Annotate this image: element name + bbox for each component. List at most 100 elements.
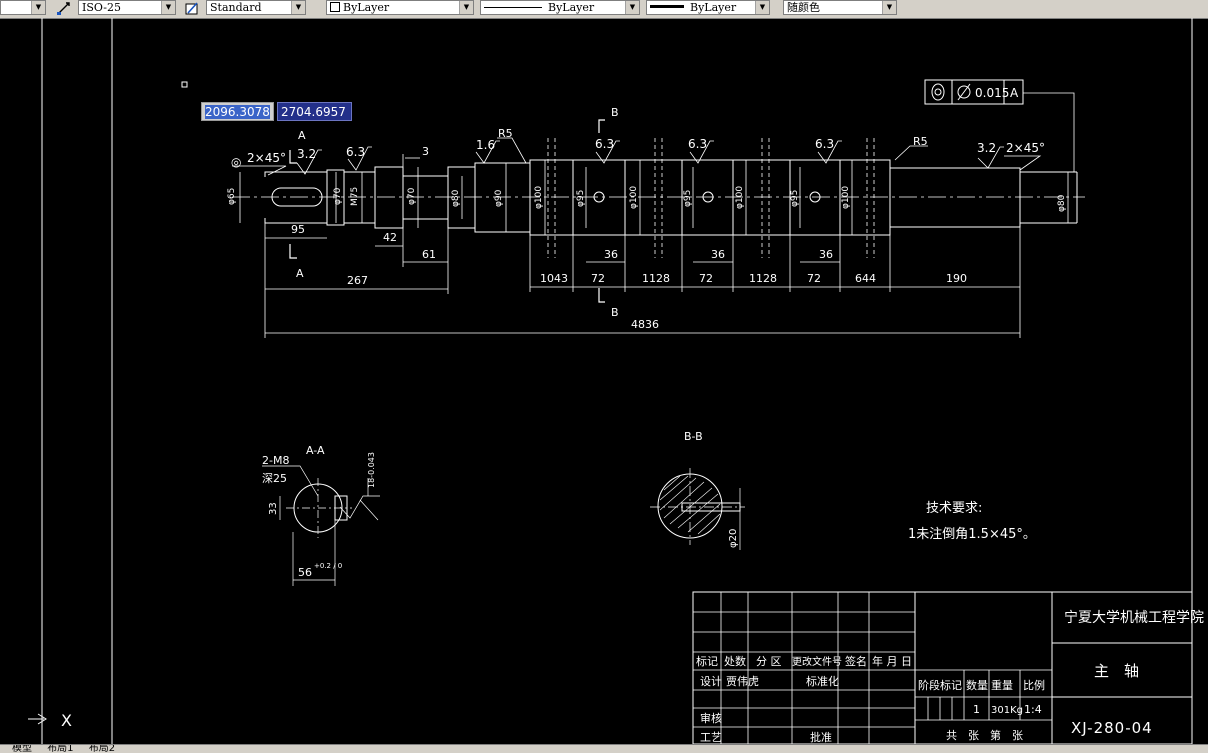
tolerance-datum: A: [1010, 86, 1019, 100]
view-aa-label: A-A: [306, 444, 325, 457]
chevron-down-icon: ▼: [291, 1, 305, 14]
stage-header-4: 比例: [1023, 678, 1045, 692]
drawing-number: XJ-280-04: [1071, 719, 1153, 737]
dim-644: 644: [855, 272, 876, 285]
properties-toolbar: ▼ ISO-25▼ Standard▼ ByLayer▼ ByLayer▼ By…: [0, 0, 1208, 19]
stage-header-2: 数量: [966, 679, 988, 692]
tech-req-title: 技术要求:: [926, 501, 982, 516]
view-bb-label: B-B: [684, 430, 703, 443]
tab-layout1[interactable]: 布局1: [47, 744, 74, 753]
sheets-label: 共 张 第 张: [946, 728, 1023, 742]
section-b-bottom-label: B: [611, 306, 619, 319]
dia-label-9: φ100: [629, 186, 639, 209]
quantity-value: 1: [973, 703, 980, 716]
stage-header-1: 阶段标记: [918, 678, 962, 692]
dia-label-13: φ100: [841, 186, 851, 209]
chevron-down-icon: ▼: [625, 1, 639, 14]
aa-dim-33: 33: [268, 502, 279, 515]
layer-color-swatch-icon: [330, 2, 340, 12]
aa-tol-18: 18-0.043: [367, 452, 376, 488]
linetype-sample-icon: [484, 7, 542, 8]
ucs-x-label: X: [61, 711, 72, 730]
ucs-icon: [28, 713, 47, 725]
dia-label-6: φ90: [494, 189, 504, 207]
header-cell-4: 更改文件号: [792, 655, 842, 668]
linetype-select[interactable]: ByLayer ▼: [480, 0, 640, 15]
textstyle-select[interactable]: Standard ▼: [206, 0, 306, 15]
flatness-symbol-icon: ◎: [231, 155, 241, 169]
radius-left: R5: [498, 127, 513, 140]
color-select[interactable]: 随颜色▼: [783, 0, 897, 15]
roughness-3: 1.6: [476, 138, 495, 152]
aa-dim-56: 56: [298, 566, 312, 579]
dia-label-10: φ95: [683, 190, 693, 207]
section-aa-view: [262, 465, 380, 586]
tab-model[interactable]: 模型: [12, 744, 32, 753]
dim-72-c: 72: [807, 272, 821, 285]
coord-x-value: 2096.3078: [205, 105, 270, 119]
scale-value: 1:4: [1024, 703, 1042, 716]
roughness-1: 3.2: [297, 147, 316, 161]
dim-42: 42: [383, 231, 397, 244]
dim-267: 267: [347, 274, 368, 287]
textstyle-icon[interactable]: [185, 1, 201, 16]
dia-label-11: φ100: [735, 186, 745, 209]
aa-depth-label: 深25: [262, 472, 287, 485]
row-approve: 批准: [810, 730, 832, 744]
lineweight-value: ByLayer: [690, 1, 737, 14]
row-standardize: 标准化: [806, 674, 839, 688]
roughness-6: 6.3: [815, 137, 834, 151]
dim-total: 4836: [631, 318, 659, 331]
dim-190: 190: [946, 272, 967, 285]
row-designer: 贾伟虎: [726, 675, 759, 688]
dim-61: 61: [422, 248, 436, 261]
row-review: 审核: [700, 711, 722, 725]
school-name: 宁夏大学机械工程学院: [1064, 609, 1204, 626]
color-value: 随颜色: [787, 1, 820, 14]
dim-1128-b: 1128: [749, 272, 777, 285]
stage-header-3: 重量: [991, 678, 1013, 692]
header-cell-2: 处数: [724, 655, 746, 668]
radius-right: R5: [913, 135, 928, 148]
dim-1043: 1043: [540, 272, 568, 285]
dim-36-b: 36: [711, 248, 725, 261]
dia-label-3: M75: [350, 187, 360, 206]
section-b-top-label: B: [611, 106, 619, 119]
lineweight-sample-icon: [650, 5, 684, 8]
chevron-down-icon: ▼: [459, 1, 473, 14]
roughness-5: 6.3: [688, 137, 707, 151]
dim-72-a: 72: [591, 272, 605, 285]
part-name: 主 轴: [1094, 662, 1139, 680]
lineweight-select[interactable]: ByLayer▼: [646, 0, 770, 15]
aa-hole-label: 2-M8: [262, 454, 289, 467]
coord-y-input[interactable]: 2704.6957: [277, 102, 352, 121]
prev-dropdown[interactable]: ▼: [0, 0, 46, 15]
linetype-value: ByLayer: [548, 1, 595, 14]
dimstyle-icon[interactable]: [56, 1, 72, 16]
textstyle-value: Standard: [210, 1, 262, 14]
layer-select[interactable]: ByLayer▼: [326, 0, 474, 15]
header-cell-6: 年 月 日: [872, 654, 912, 668]
title-block: [692, 591, 1193, 744]
dia-label-4: φ70: [407, 187, 417, 205]
roughness-2: 6.3: [346, 145, 365, 159]
bb-dia-label: φ20: [728, 529, 739, 548]
dimstyle-value: ISO-25: [82, 1, 122, 14]
dia-label-7: φ100: [534, 186, 544, 209]
coord-x-input[interactable]: 2096.3078: [201, 102, 274, 121]
drawing-canvas[interactable]: A A B B A-A B-B 2×45° 2×45° 3.2 6.3 1.6 …: [0, 18, 1208, 744]
section-bb-view: [650, 468, 745, 550]
dia-label-14: φ80: [1057, 194, 1067, 212]
dim-72-b: 72: [699, 272, 713, 285]
chamfer-right: 2×45°: [1006, 141, 1045, 155]
roughness-4: 6.3: [595, 137, 614, 151]
tab-layout2[interactable]: 布局2: [88, 744, 116, 753]
chevron-down-icon: ▼: [31, 1, 45, 14]
dimstyle-select[interactable]: ISO-25 ▼: [78, 0, 176, 15]
chevron-down-icon: ▼: [161, 1, 175, 14]
shaft-profile-upper: [264, 159, 1077, 177]
dia-label-12: φ95: [790, 190, 800, 207]
header-cell-3: 分 区: [756, 655, 782, 668]
tolerance-frame: [924, 79, 1024, 105]
tech-req-body: 1未注倒角1.5×45°。: [908, 527, 1036, 542]
